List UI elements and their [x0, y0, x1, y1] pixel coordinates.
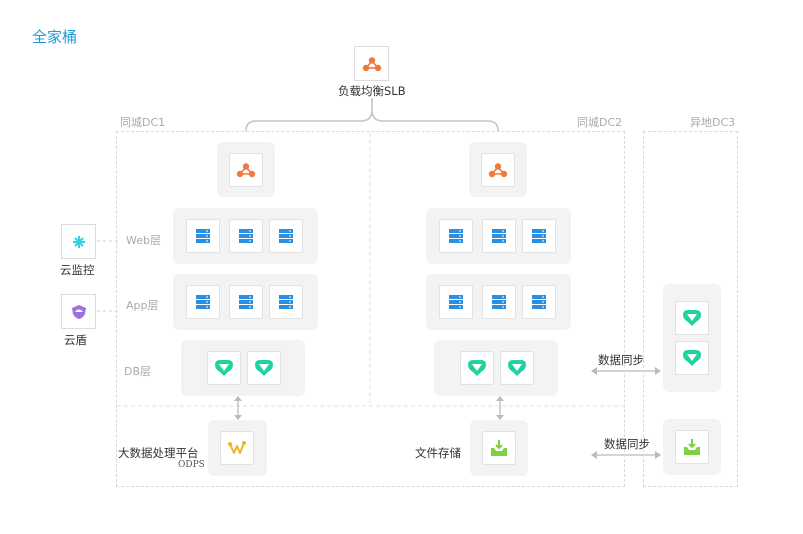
server-icon [239, 295, 253, 309]
bigdata-arrow [234, 396, 242, 420]
slb-connector [371, 109, 499, 132]
monitor-node [61, 224, 96, 259]
database-node [207, 351, 241, 385]
monitor-icon [72, 235, 85, 248]
database-node [675, 341, 709, 375]
server-node [439, 219, 473, 253]
slb-node-dc1 [229, 153, 263, 187]
load-balancer-icon [488, 163, 508, 178]
server-icon [492, 295, 506, 309]
db-panel-dc1 [181, 340, 305, 396]
layer-label-db: DB层 [124, 365, 152, 378]
database-icon [683, 310, 701, 326]
server-node [439, 285, 473, 319]
bigdata-icon [228, 441, 246, 454]
server-node [229, 285, 263, 319]
bigdata-panel [208, 420, 267, 476]
bigdata-label: 大数据处理平台 [118, 446, 199, 460]
load-balancer-icon [362, 56, 381, 71]
server-node [186, 285, 220, 319]
database-node [500, 351, 534, 385]
server-node [186, 219, 220, 253]
server-icon [532, 229, 546, 243]
server-icon [196, 295, 210, 309]
web-panel-dc1 [173, 208, 318, 264]
load-balancer-icon [236, 163, 256, 178]
db-panel-dc3 [663, 284, 721, 392]
database-node [460, 351, 494, 385]
server-node [269, 219, 303, 253]
shield-icon [71, 304, 86, 319]
database-icon [468, 360, 486, 376]
shield-label: 云盾 [64, 333, 87, 347]
storage-icon [684, 439, 700, 455]
monitor-label: 云监控 [60, 263, 95, 277]
server-icon [279, 229, 293, 243]
server-node [229, 219, 263, 253]
zone-label-dc1: 同城DC1 [120, 116, 166, 129]
storage-node-dc2 [482, 431, 516, 465]
server-icon [449, 229, 463, 243]
storage-label: 文件存储 [415, 446, 461, 460]
file-sync-label: 数据同步 [604, 437, 650, 451]
file-sync-arrow [591, 451, 661, 459]
zone-label-dc3: 异地DC3 [690, 116, 736, 129]
server-icon [492, 229, 506, 243]
bigdata-sublabel: ODPS [178, 460, 205, 470]
server-icon [196, 229, 210, 243]
layer-label-app: App层 [126, 299, 159, 312]
server-icon [449, 295, 463, 309]
server-icon [239, 229, 253, 243]
slb-label: 负载均衡SLB [338, 84, 406, 98]
server-node [482, 219, 516, 253]
slb-node [354, 46, 389, 81]
slb-connector [245, 98, 373, 132]
server-icon [279, 295, 293, 309]
database-node [675, 301, 709, 335]
db-sync-label: 数据同步 [598, 353, 644, 367]
page-title: 全家桶 [32, 28, 78, 46]
storage-panel-dc2 [470, 420, 528, 476]
zone-dc3 [643, 131, 738, 487]
database-icon [255, 360, 273, 376]
slb-panel-dc2 [469, 142, 527, 197]
db-panel-dc2 [434, 340, 558, 396]
server-node [482, 285, 516, 319]
database-icon [508, 360, 526, 376]
zone-dc1-dc2 [116, 131, 625, 487]
bigdata-node [220, 431, 254, 465]
web-panel-dc2 [426, 208, 571, 264]
layer-label-web: Web层 [126, 234, 161, 247]
app-panel-dc1 [173, 274, 318, 330]
database-icon [215, 360, 233, 376]
server-node [269, 285, 303, 319]
database-node [247, 351, 281, 385]
slb-node-dc2 [481, 153, 515, 187]
server-node [522, 219, 556, 253]
server-node [522, 285, 556, 319]
storage-icon [491, 440, 507, 456]
shield-node [61, 294, 96, 329]
db-sync-arrow [591, 367, 661, 375]
storage-node-dc3 [675, 430, 709, 464]
zone-label-dc2: 同城DC2 [577, 116, 623, 129]
server-icon [532, 295, 546, 309]
app-panel-dc2 [426, 274, 571, 330]
storage-panel-dc3 [663, 419, 721, 475]
slb-panel-dc1 [217, 142, 275, 197]
database-icon [683, 350, 701, 366]
storage-arrow [496, 396, 504, 420]
